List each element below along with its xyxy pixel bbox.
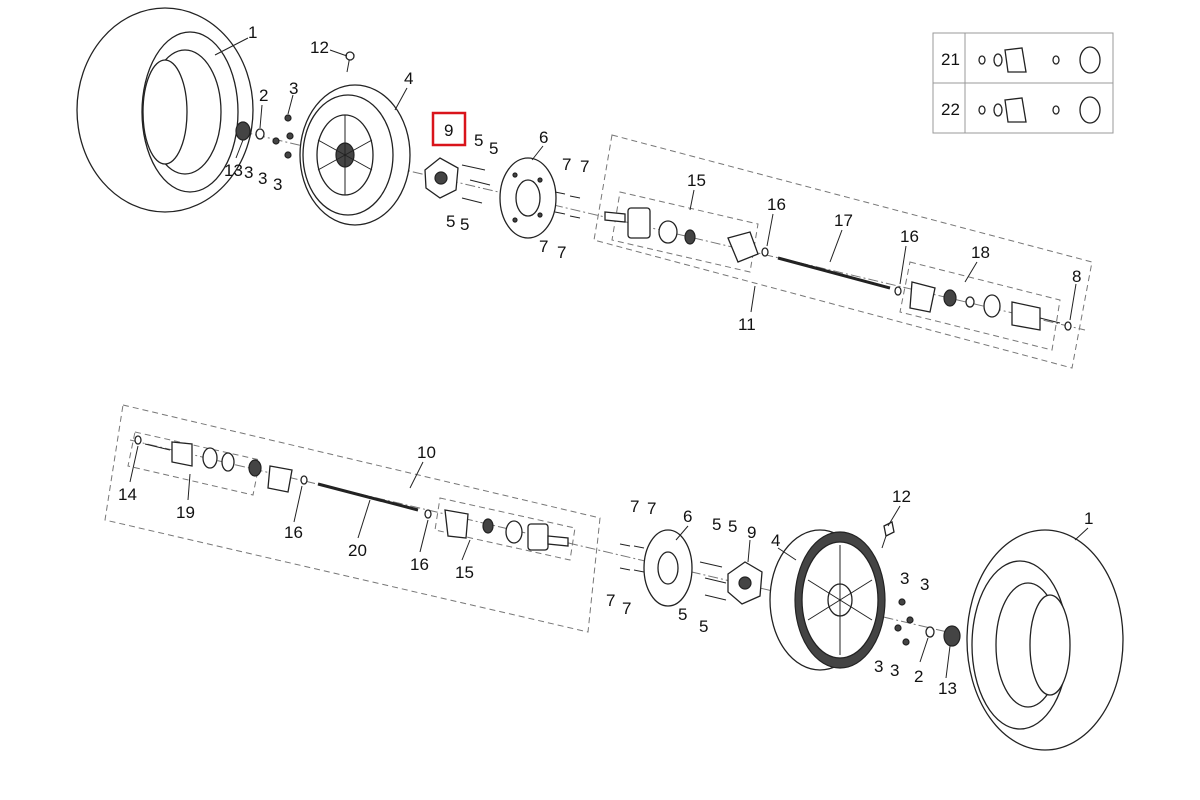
callout-3-upper-b: 3 (244, 163, 253, 182)
callout-15-lower: 15 (455, 563, 474, 582)
legend-row-22-label: 22 (941, 100, 960, 119)
upper-assembly (76, 7, 1093, 369)
cv-joint-inner-lower (134, 435, 308, 493)
callout-12-upper: 12 (310, 38, 329, 57)
axle-shaft-upper (777, 256, 891, 290)
callout-11-upper: 11 (738, 315, 756, 334)
callout-5-upper-a: 5 (474, 131, 483, 150)
callout-16-lower-a: 16 (284, 523, 303, 542)
callout-6-lower: 6 (683, 507, 692, 526)
callout-9-upper: 9 (444, 121, 453, 140)
callout-7-upper-a: 7 (562, 155, 571, 174)
legend-box: 21 22 (932, 32, 1114, 134)
callout-7-lower-b: 7 (647, 499, 656, 518)
callout-7-upper-b: 7 (580, 157, 589, 176)
callout-3-lower-b: 3 (920, 575, 929, 594)
legend-row-21-label: 21 (941, 50, 960, 69)
axle-shaft-lower (317, 482, 419, 512)
callout-3-lower-d: 3 (890, 661, 899, 680)
leader-lines-lower (129, 445, 1089, 679)
valve-lower (881, 521, 895, 549)
callout-16-lower-b: 16 (410, 555, 429, 574)
callout-9-lower: 9 (747, 523, 756, 542)
hub-upper (424, 157, 459, 199)
hub-nut-lower (894, 598, 961, 647)
callout-17-upper: 17 (834, 211, 853, 230)
studs-lower (699, 561, 727, 601)
callout-5-upper-d: 5 (460, 215, 469, 234)
cv-joint-outer-upper (604, 207, 769, 263)
callout-16-upper-a: 16 (767, 195, 786, 214)
tire-upper (76, 7, 254, 213)
callout-2-lower: 2 (914, 667, 923, 686)
callout-1-lower: 1 (1084, 509, 1093, 528)
brake-disc-upper (499, 157, 557, 239)
legend-row-21-parts (978, 46, 1101, 74)
callout-5-lower-c: 5 (678, 605, 687, 624)
callout-15-upper: 15 (687, 171, 706, 190)
callout-4-lower: 4 (771, 531, 780, 550)
bolts-upper (554, 191, 581, 219)
callout-7-upper-d: 7 (557, 243, 566, 262)
callout-3-lower-c: 3 (874, 657, 883, 676)
callout-3-upper-a: 3 (289, 79, 298, 98)
callout-7-lower-d: 7 (622, 599, 631, 618)
callout-13-lower: 13 (938, 679, 957, 698)
rim-upper (299, 84, 411, 226)
tire-lower (966, 529, 1124, 751)
callout-14-lower: 14 (118, 485, 137, 504)
highlight-box (431, 111, 467, 147)
callout-2-upper: 2 (259, 86, 268, 105)
callout-5-upper-c: 5 (446, 212, 455, 231)
callout-7-lower-c: 7 (606, 591, 615, 610)
callout-19-lower: 19 (176, 503, 195, 522)
brake-disc-lower (643, 529, 693, 607)
bolts-lower (619, 543, 645, 573)
leader-lines-upper (214, 37, 1077, 321)
callout-16-upper-b: 16 (900, 227, 919, 246)
callout-labels: 1 12 2 3 13 3 3 3 4 9 5 5 5 5 6 7 7 7 7 … (118, 23, 1093, 698)
callout-12-lower: 12 (892, 487, 911, 506)
callout-7-lower-a: 7 (630, 497, 639, 516)
callout-8-upper: 8 (1072, 267, 1081, 286)
callout-13-upper: 13 (224, 161, 243, 180)
callout-5-lower-d: 5 (699, 617, 708, 636)
callout-5-lower-a: 5 (712, 515, 721, 534)
callout-3-upper-d: 3 (273, 175, 282, 194)
callout-10-lower: 10 (417, 443, 436, 462)
callout-6-upper: 6 (539, 128, 548, 147)
callout-3-upper-c: 3 (258, 169, 267, 188)
callout-4-upper: 4 (404, 69, 413, 88)
callout-5-lower-b: 5 (728, 517, 737, 536)
valve-upper (345, 51, 355, 73)
hub-lower (727, 561, 763, 605)
callout-3-lower-a: 3 (900, 569, 909, 588)
legend-row-22-parts (978, 96, 1101, 124)
callout-18-upper: 18 (971, 243, 990, 262)
callout-1-upper: 1 (248, 23, 257, 42)
hub-nut-upper (235, 114, 294, 159)
studs-upper (461, 164, 491, 204)
callout-7-upper-c: 7 (539, 237, 548, 256)
callout-5-upper-b: 5 (489, 139, 498, 158)
rim-lower (769, 529, 886, 671)
cv-joint-inner-upper (894, 281, 1072, 331)
callout-20-lower: 20 (348, 541, 367, 560)
cv-joint-outer-lower (424, 509, 569, 551)
lower-assembly (104, 404, 1124, 751)
